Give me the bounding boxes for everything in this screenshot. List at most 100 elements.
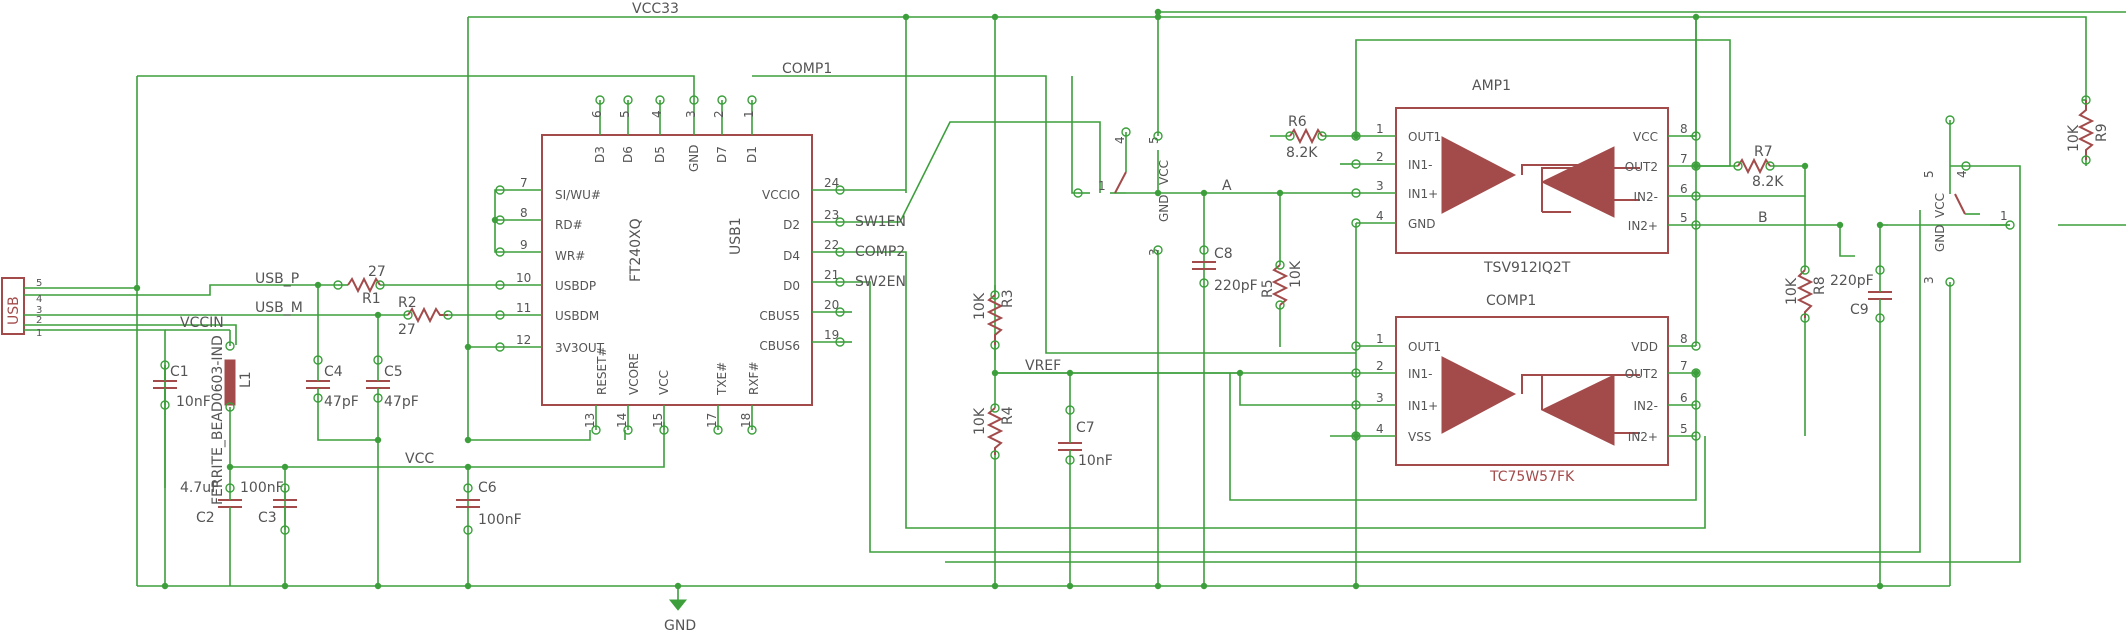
svg-text:R2: R2: [398, 295, 417, 311]
pin-pad: [835, 307, 845, 317]
svg-text:OUT1: OUT1: [1408, 340, 1441, 354]
net-usb-m: USB_M: [255, 300, 303, 316]
pin-pad: [1351, 400, 1361, 410]
resistor-r6: R6 8.2K: [1286, 114, 1323, 161]
pin-pad: [495, 280, 505, 290]
pin-pad: [623, 95, 633, 105]
pin-pad: [313, 393, 323, 403]
pin-pad: [1691, 431, 1701, 441]
pin-pad: [1691, 220, 1701, 230]
ic-comp1: COMP1 TC75W57FK 1 2 3 4 OUT1 IN1- IN1+ V…: [1356, 293, 1696, 485]
svg-text:VCC: VCC: [1933, 193, 1947, 218]
svg-text:10nF: 10nF: [176, 394, 211, 410]
svg-text:220pF: 220pF: [1830, 273, 1874, 289]
capacitor-c2: 4.7uF C2: [180, 480, 242, 586]
svg-text:47pF: 47pF: [384, 394, 419, 410]
pin-pad: [990, 450, 1000, 460]
pin-pad: [1351, 131, 1361, 141]
svg-text:2: 2: [1376, 359, 1384, 373]
pin-pad: [1073, 188, 1083, 198]
net-vcc: VCC: [405, 451, 434, 467]
svg-text:11: 11: [516, 301, 531, 315]
svg-text:R1: R1: [362, 291, 381, 307]
svg-text:OUT2: OUT2: [1625, 367, 1658, 381]
ft240-top-pins: 6 5 4 3 2 1 D3 D6 D5 GND D7 D1: [590, 100, 759, 172]
svg-text:5: 5: [1680, 211, 1688, 225]
pin-pad: [835, 217, 845, 227]
pin-pad: [1691, 161, 1701, 171]
pin-pad: [280, 525, 290, 535]
pin-pad: [835, 247, 845, 257]
pin-pad: [1285, 131, 1295, 141]
pin-pad: [835, 337, 845, 347]
svg-text:5: 5: [1922, 170, 1936, 178]
svg-text:C2: C2: [196, 510, 215, 526]
svg-text:GND: GND: [1933, 224, 1947, 252]
svg-text:1: 1: [1376, 122, 1384, 136]
svg-text:IN1+: IN1+: [1408, 399, 1438, 413]
pin-pad: [1961, 161, 1971, 171]
pin-pad: [1691, 341, 1701, 351]
pin-pad: [1065, 405, 1075, 415]
svg-text:R7: R7: [1754, 144, 1773, 160]
svg-text:C3: C3: [258, 510, 277, 526]
svg-text:C6: C6: [478, 480, 497, 496]
net-labels: VCC33 COMP1 USB_P USB_M VCCIN VCC VREF A…: [180, 1, 1768, 467]
svg-text:IN2+: IN2+: [1628, 430, 1658, 444]
svg-text:D7: D7: [715, 146, 729, 163]
pin-pad: [373, 393, 383, 403]
pin-pad: [1691, 131, 1701, 141]
svg-text:GND: GND: [1157, 194, 1171, 222]
pin-pad: [747, 95, 757, 105]
pin-pad: [1065, 455, 1075, 465]
svg-text:D0: D0: [783, 279, 800, 293]
pin-pad: [1351, 188, 1361, 198]
resistor-r3: 10K R3: [972, 289, 1016, 345]
svg-text:24: 24: [824, 176, 839, 190]
svg-text:27: 27: [398, 322, 416, 338]
svg-text:WR#: WR#: [555, 249, 585, 263]
svg-text:GND: GND: [687, 144, 701, 172]
pin-pad: [160, 360, 170, 370]
svg-text:13: 13: [583, 413, 597, 428]
pin-pad: [1691, 368, 1701, 378]
pin-pad: [1199, 278, 1209, 288]
svg-text:6: 6: [590, 110, 604, 118]
svg-text:RESET#: RESET#: [595, 346, 609, 395]
pin-pad: [595, 95, 605, 105]
svg-text:1: 1: [1376, 332, 1384, 346]
gnd-symbol: GND: [664, 599, 696, 634]
junctions: [133, 8, 1884, 590]
pin-pad: [1275, 300, 1285, 310]
pin-pad: [160, 400, 170, 410]
svg-text:10: 10: [516, 271, 531, 285]
svg-text:C1: C1: [170, 364, 189, 380]
svg-text:IN2-: IN2-: [1634, 190, 1658, 204]
pin-pad: [1351, 431, 1361, 441]
pin-pad: [747, 425, 757, 435]
pin-pad: [373, 355, 383, 365]
svg-text:7: 7: [520, 176, 528, 190]
pin-pad: [313, 355, 323, 365]
pin-pad: [623, 425, 633, 435]
svg-text:IN2-: IN2-: [1634, 399, 1658, 413]
svg-text:C9: C9: [1850, 302, 1869, 318]
net-vccin: VCCIN: [180, 315, 224, 331]
pin-pad: [1691, 400, 1701, 410]
pin-pad: [1800, 313, 1810, 323]
svg-text:D3: D3: [593, 146, 607, 163]
ic-amp1: AMP1 TSV912IQ2T 1 2 3 4 OUT1 IN1- IN1+ G…: [1356, 78, 1696, 276]
amp1-right-pins: 8 7 6 5 VCC OUT2 IN2- IN2+: [1625, 122, 1696, 233]
svg-text:1: 1: [742, 110, 756, 118]
resistors: 27 R1 R2 27 10K R3 10K R4 R5 10K: [338, 100, 2110, 455]
pin-pad: [717, 95, 727, 105]
pin-pad: [1733, 161, 1743, 171]
svg-text:27: 27: [368, 264, 386, 280]
capacitor-c9: 220pF C9: [1830, 270, 1892, 318]
svg-text:L1: L1: [238, 371, 254, 388]
pin-pad: [375, 280, 385, 290]
pin-pad: [1351, 218, 1361, 228]
svg-text:IN1+: IN1+: [1408, 187, 1438, 201]
svg-text:VCCIO: VCCIO: [762, 188, 800, 202]
